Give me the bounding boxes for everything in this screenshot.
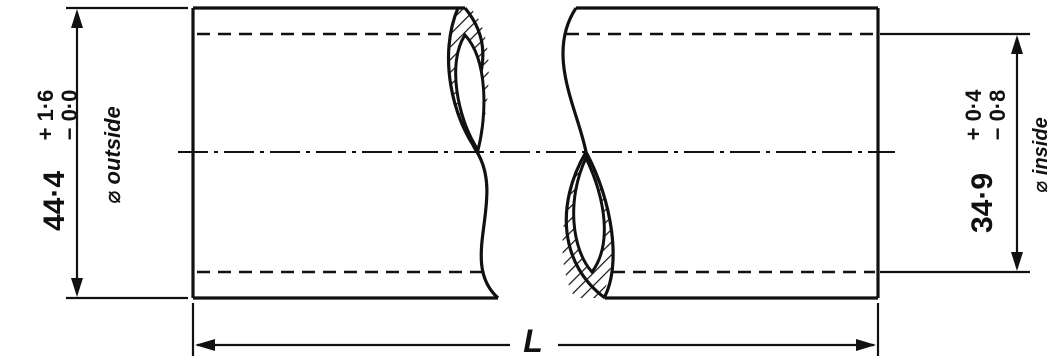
length-label: L [523, 323, 543, 358]
outside-diameter-dimension [66, 6, 188, 300]
outside-arrow-top [71, 9, 83, 28]
inside-lower-tolerance: − 0·8 [985, 90, 1010, 141]
bore-hidden-lines [197, 32, 875, 274]
length-arrow-right [856, 339, 876, 351]
inside-dimension-text-group: 34·9 + 0·4 − 0·8 [961, 89, 1010, 233]
inside-upper-tolerance: + 0·4 [961, 89, 986, 141]
inside-nominal-value: 34·9 [966, 173, 999, 233]
length-dimension [191, 303, 880, 356]
right-wall-section-outline [584, 151, 615, 299]
inside-diameter-label: ⌀ inside [1030, 117, 1052, 192]
length-arrow-left [195, 339, 215, 351]
inside-arrow-top [1011, 35, 1023, 54]
outside-nominal-value: 44·4 [38, 171, 71, 231]
outside-upper-tolerance: + 1·6 [33, 90, 58, 141]
left-wall-section-outline [446, 7, 480, 153]
outside-diameter-label: ⌀ outside [100, 106, 125, 204]
outside-dimension-text-group: 44·4 + 1·6 − 0·0 [33, 90, 82, 231]
inside-arrow-bottom [1011, 252, 1023, 271]
right-bore-opening [572, 154, 606, 275]
outside-arrow-bottom [71, 278, 83, 297]
outside-lower-tolerance: − 0·0 [57, 90, 82, 141]
inside-diameter-dimension [880, 32, 1030, 274]
left-bore-opening [454, 32, 486, 154]
